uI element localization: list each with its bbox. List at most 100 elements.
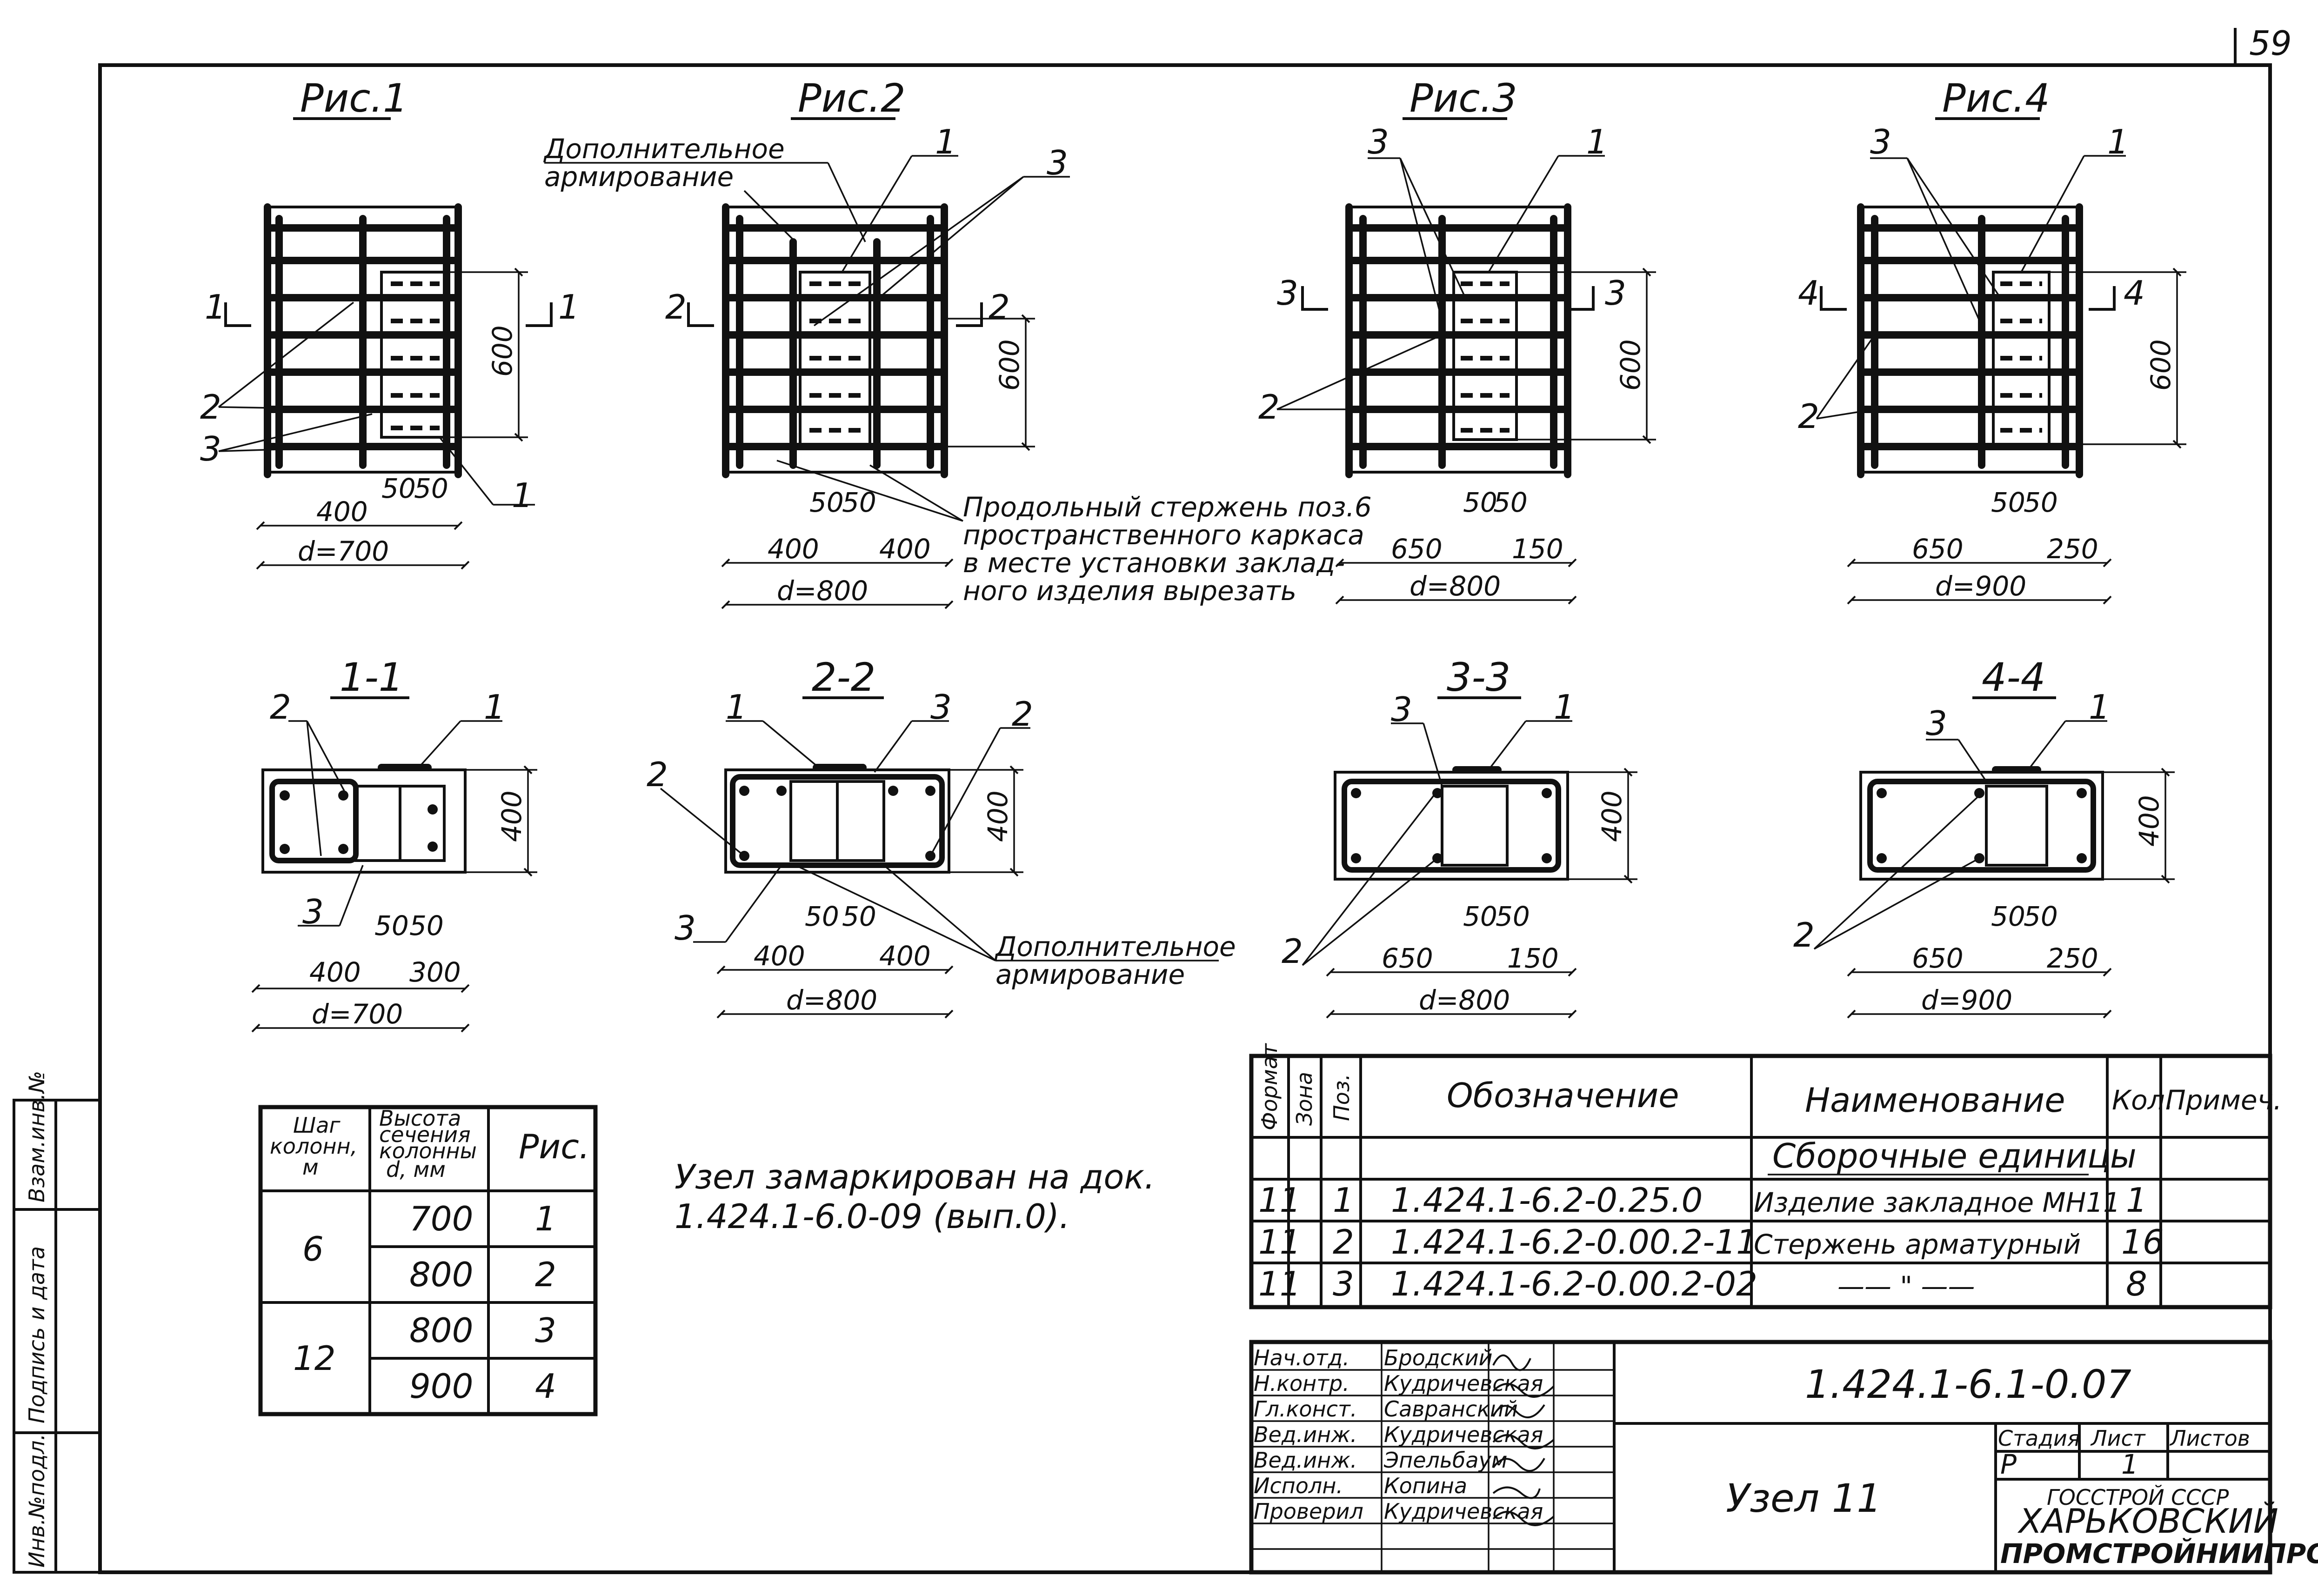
step-table: Шаг колонн, м Высота сечения колонны d, … xyxy=(258,1105,598,1416)
section-1-dim-w2: 300 xyxy=(409,956,461,988)
drawing-title: Узел 11 xyxy=(1726,1476,1882,1521)
spec-row-1-qty: 1 xyxy=(2126,1181,2147,1220)
cut-note-l1: Продольный стержень поз.6 xyxy=(963,491,1372,523)
fig4-label-2: 2 xyxy=(1798,397,1819,436)
section-2-dim-w2: 400 xyxy=(879,940,931,972)
sig-1-name: Бродский xyxy=(1384,1345,1493,1370)
section-3-dim-w1: 650 xyxy=(1382,942,1433,974)
spec-header-name: Наименование xyxy=(1805,1081,2065,1120)
section-2-dim-h: 400 xyxy=(982,790,1014,842)
cut-note-l4: ного изделия вырезать xyxy=(963,575,1296,607)
section-3-title: 3-3 xyxy=(1447,654,1510,700)
section-2-title: 2-2 xyxy=(812,654,875,700)
cut-note-l2: пространственного каркаса xyxy=(963,519,1364,551)
fig4-dim-d: d=900 xyxy=(1935,570,2026,602)
section-3-dim-w2: 150 xyxy=(1507,942,1559,974)
figure-3: Рис.3 3 3 3 1 2 600 50 50 xyxy=(1258,75,1656,605)
spec-header-pos: Поз. xyxy=(1329,1074,1354,1121)
figure-4: Рис.4 4 4 3 1 2 600 50 50 xyxy=(1798,75,2186,605)
section-1-label-1: 1 xyxy=(484,688,505,727)
section-1-title: 1-1 xyxy=(340,654,403,700)
fig4-dim-a: 50 xyxy=(1991,487,2025,518)
fig4-dim-w2: 250 xyxy=(2047,533,2098,565)
figure-4-title: Рис.4 xyxy=(1942,75,2050,121)
sig-6-role: Исполн. xyxy=(1254,1473,1343,1498)
step-row-2-fig: 2 xyxy=(535,1255,556,1294)
fig2-label-1: 1 xyxy=(935,122,956,161)
fig2-mark-left: 2 xyxy=(665,287,687,327)
fig3-dim-d: d=800 xyxy=(1410,570,1501,602)
fig4-label-3: 3 xyxy=(1870,122,1891,161)
section-4-dim-w2: 250 xyxy=(2047,942,2098,974)
section-4-label-2: 2 xyxy=(1793,915,1815,955)
step-header-l2: колонн, xyxy=(270,1134,357,1159)
section-2-label-2-left: 2 xyxy=(647,755,668,794)
page-number: 59 xyxy=(2249,24,2292,63)
node-marked-l1: Узел замаркирован на док. xyxy=(675,1157,1155,1196)
figure-2: Рис.2 2 2 Дополнительное армирование 1 3 xyxy=(543,75,1372,609)
section-4-4: 4-4 3 1 2 400 50 50 650 250 d=900 xyxy=(1793,654,2175,1019)
fig1-label-1: 1 xyxy=(512,476,533,515)
fig2-label-3: 3 xyxy=(1047,143,1068,182)
section-4-label-3: 3 xyxy=(1926,704,1947,743)
fig3-dim-b: 50 xyxy=(1493,487,1528,518)
fig3-label-3: 3 xyxy=(1368,122,1389,161)
sig-1-role: Нач.отд. xyxy=(1254,1345,1349,1370)
figure-1-title: Рис.1 xyxy=(300,75,408,121)
section-3-dim-d: d=800 xyxy=(1419,984,1510,1016)
sig-3-name: Савранский xyxy=(1384,1396,1518,1422)
section-4-dim-h: 400 xyxy=(2133,795,2165,847)
sig-3-role: Гл.конст. xyxy=(1254,1396,1357,1422)
figure-1: Рис.1 1 1 2 3 1 600 xyxy=(200,75,580,570)
fig4-mark-right: 4 xyxy=(2124,274,2145,313)
section-3-dim-h: 400 xyxy=(1596,790,1628,842)
org-line-2: ХАРЬКОВСКИЙ xyxy=(2017,1502,2278,1541)
section-2-2: 2-2 1 3 2 2 3 Дополнительное армирование… xyxy=(647,654,1236,1019)
step-header-l1: Шаг xyxy=(293,1113,341,1138)
step-row-1-step: 6 xyxy=(302,1229,324,1269)
section-2-note-l1: Дополнительное xyxy=(994,931,1236,962)
node-marked-l2: 1.424.1-6.0-09 (вып.0). xyxy=(675,1197,1070,1236)
section-2-label-3-top: 3 xyxy=(930,688,952,727)
fig3-mark-left: 3 xyxy=(1277,274,1298,313)
section-1-label-3: 3 xyxy=(302,892,324,931)
spec-header-qty: Кол. xyxy=(2112,1084,2173,1116)
spec-row-2-name: Стержень арматурный xyxy=(1754,1229,2081,1260)
spec-table: Формат Зона Поз. Обозначение Наименовани… xyxy=(1249,1043,2282,1309)
section-2-dim-w1: 400 xyxy=(754,940,805,972)
section-4-dim-a: 50 xyxy=(1991,901,2025,932)
fig4-label-1: 1 xyxy=(2107,122,2129,161)
section-3-label-2: 2 xyxy=(1282,932,1303,971)
stamp-inv-repl: Взам.инв.№ xyxy=(24,1071,49,1202)
fig2-dim-b: 50 xyxy=(842,487,876,518)
section-4-dim-d: d=900 xyxy=(1921,984,2012,1016)
spec-row-1-designation: 1.424.1-6.2-0.25.0 xyxy=(1391,1181,1703,1220)
fig2-note-additional-l2: армирование xyxy=(544,161,734,193)
document-code: 1.424.1-6.1-0.07 xyxy=(1805,1362,2131,1407)
section-2-label-2-right: 2 xyxy=(1012,694,1033,734)
section-4-dim-b: 50 xyxy=(2024,901,2058,932)
stage-label: Стадия xyxy=(1998,1426,2080,1451)
sig-4-name: Кудричевская xyxy=(1384,1422,1543,1447)
spec-header-note: Примеч. xyxy=(2165,1084,2282,1116)
section-4-dim-w1: 650 xyxy=(1912,942,1964,974)
step-row-1-height: 700 xyxy=(409,1199,473,1238)
fig3-dim-h: 600 xyxy=(1615,339,1646,391)
sig-5-name: Эпельбаум xyxy=(1383,1448,1508,1473)
section-3-dim-a: 50 xyxy=(1463,901,1497,932)
sig-4-role: Вед.инж. xyxy=(1254,1422,1357,1447)
org-line-1: ГОССТРОЙ СССР xyxy=(2047,1485,2229,1510)
fig4-dim-b: 50 xyxy=(2024,487,2058,518)
fig3-label-2: 2 xyxy=(1258,387,1280,427)
fig1-dim-a: 50 xyxy=(381,473,416,504)
cut-note: Продольный стержень поз.6 пространственн… xyxy=(963,491,1372,607)
step-header-l3: м xyxy=(302,1155,319,1180)
spec-row-2-pos: 2 xyxy=(1333,1222,1354,1262)
fig-header: Рис. xyxy=(519,1127,590,1166)
fig2-dim-w1: 400 xyxy=(768,533,819,565)
spec-row-3-designation: 1.424.1-6.2-0.00.2-02 xyxy=(1391,1264,1757,1303)
sig-2-name: Кудричевская xyxy=(1384,1371,1543,1396)
spec-row-3-format: 11 xyxy=(1258,1264,1301,1303)
step-row-1-fig: 1 xyxy=(535,1199,556,1238)
section-3-dim-b: 50 xyxy=(1496,901,1530,932)
